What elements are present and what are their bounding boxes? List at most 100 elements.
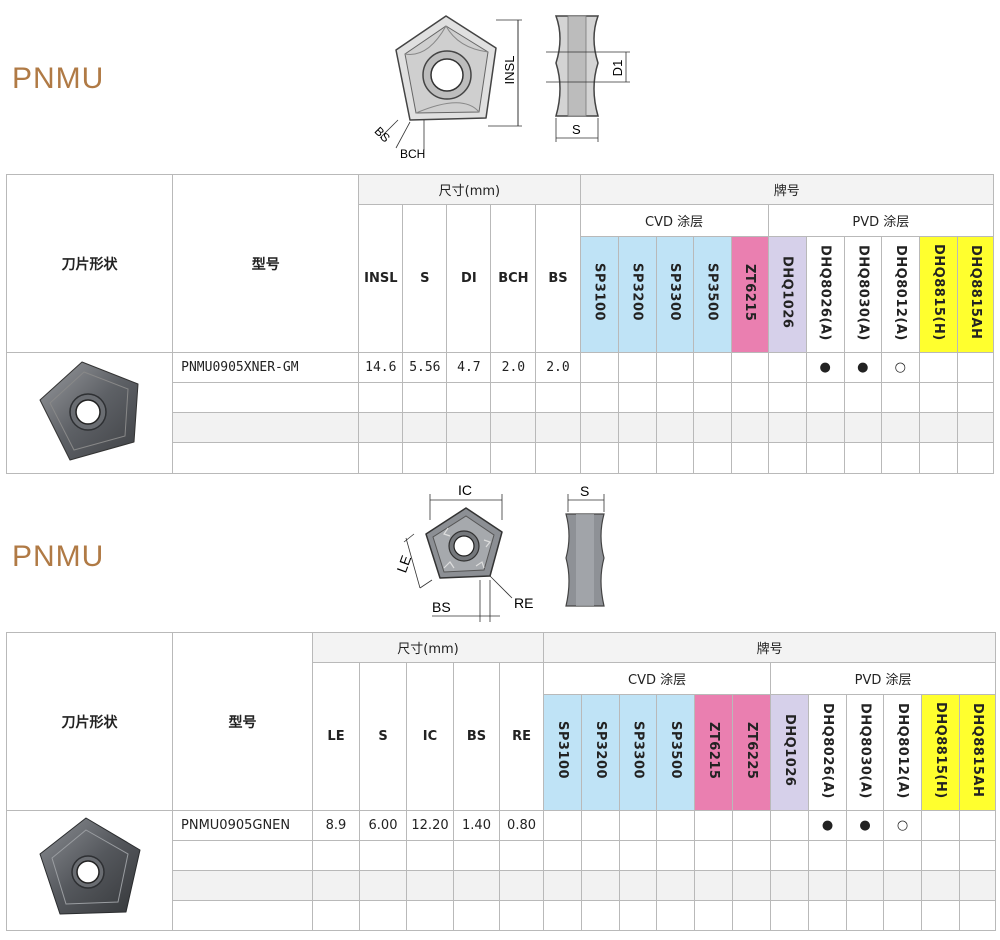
row1-bch: 2.0 <box>490 352 537 383</box>
label-s: S <box>580 483 589 499</box>
dim-di: DI <box>446 204 492 353</box>
row1-mark <box>694 810 734 841</box>
row1-mark <box>959 810 997 841</box>
pentagon-insert-photo <box>39 361 139 461</box>
row1-model: PNMU0905XNER-GM <box>172 352 360 383</box>
table-row-empty <box>7 412 995 443</box>
row1-mark <box>656 810 696 841</box>
grade-dhq1026: DHQ1026 <box>767 236 807 353</box>
table-row: PNMU0905GNEN 8.9 6.00 12.20 1.40 0.80 ● … <box>6 810 997 931</box>
row1-mark <box>770 810 810 841</box>
grade-dhq8815h: DHQ8815(H) <box>918 236 958 353</box>
section2-insert-side-diagram: S <box>565 483 605 607</box>
label-bch: BCH <box>400 147 425 161</box>
row1-mark <box>581 810 621 841</box>
label-d1: D1 <box>610 60 625 77</box>
label-s: S <box>572 122 581 137</box>
section1-title: PNMU <box>12 62 105 95</box>
row1-mark-dhq8012a: ○ <box>883 810 923 841</box>
row1-mark <box>543 810 583 841</box>
row1-di: 4.7 <box>446 352 492 383</box>
grade-dhq1026: DHQ1026 <box>770 694 810 811</box>
header-pvd: PVD 涂层 <box>767 204 995 237</box>
grade-sp3100: SP3100 <box>579 236 619 353</box>
header-pvd: PVD 涂层 <box>770 662 997 695</box>
grade-dhq8815h: DHQ8815(H) <box>921 694 961 811</box>
label-re: RE <box>514 595 533 611</box>
header-cvd: CVD 涂层 <box>543 662 772 695</box>
label-insl: INSL <box>502 56 517 85</box>
row1-mark-dhq8030a: ● <box>846 810 885 841</box>
dim-insl: INSL <box>358 204 404 353</box>
row1-mark <box>956 352 995 383</box>
grade-sp3300: SP3300 <box>619 694 658 811</box>
row1-mark-dhq8012a: ○ <box>880 352 920 383</box>
grade-sp3100: SP3100 <box>543 694 583 811</box>
grade-sp3200: SP3200 <box>581 694 621 811</box>
grade-dhq8012a: DHQ8012(A) <box>880 236 920 353</box>
row1-s: 6.00 <box>359 810 407 841</box>
grade-dhq8012a: DHQ8012(A) <box>883 694 923 811</box>
grade-zt6215: ZT6215 <box>730 236 769 353</box>
label-ic: IC <box>458 482 472 498</box>
dim-bs: BS <box>535 204 581 353</box>
row1-bs: 1.40 <box>453 810 500 841</box>
table-row-empty <box>7 840 997 871</box>
grade-dhq8030a: DHQ8030(A) <box>846 694 885 811</box>
pentagon-insert-photo <box>39 817 140 914</box>
dim-ic: IC <box>406 662 454 811</box>
row1-le: 8.9 <box>312 810 360 841</box>
section2-spec-table: 刀片形状 型号 尺寸(mm) 牌号 LE S IC BS RE CVD 涂层 P… <box>6 632 997 931</box>
grade-dhq8030a: DHQ8030(A) <box>843 236 882 353</box>
grade-dhq8026a: DHQ8026(A) <box>808 694 848 811</box>
dim-re: RE <box>498 662 545 811</box>
section1-insert-top-diagram: INSL BS BCH <box>372 15 522 161</box>
grade-zt6225: ZT6225 <box>732 694 772 811</box>
row1-model: PNMU0905GNEN <box>172 810 313 841</box>
row1-mark <box>617 352 657 383</box>
header-dimension: 尺寸(mm) <box>358 174 581 205</box>
header-dimension: 尺寸(mm) <box>311 632 545 663</box>
header-model: 型号 <box>172 632 313 811</box>
section2-insert-top-diagram: IC LE BS RE <box>393 482 533 622</box>
section2-title: PNMU <box>12 540 105 573</box>
header-shape: 刀片形状 <box>5 174 174 353</box>
header-grade: 牌号 <box>579 174 995 205</box>
insert-photo-cell <box>5 352 174 474</box>
label-bs: BS <box>432 599 451 615</box>
row1-insl: 14.6 <box>358 352 404 383</box>
grade-dhq8026a: DHQ8026(A) <box>805 236 845 353</box>
row1-mark <box>619 810 658 841</box>
row1-mark <box>730 352 769 383</box>
dim-s: S <box>359 662 407 811</box>
table-row-empty <box>7 900 997 931</box>
row1-ic: 12.20 <box>406 810 454 841</box>
grade-sp3500: SP3500 <box>692 236 732 353</box>
table-row: PNMU0905XNER-GM 14.6 5.56 4.7 2.0 2.0 ● … <box>5 352 995 474</box>
dim-bs: BS <box>453 662 500 811</box>
dim-bch: BCH <box>490 204 537 353</box>
label-le: LE <box>393 553 414 575</box>
grade-sp3500: SP3500 <box>656 694 696 811</box>
dim-s: S <box>402 204 448 353</box>
header-shape: 刀片形状 <box>6 632 173 811</box>
row1-re: 0.80 <box>498 810 545 841</box>
grade-dhq8815ah: DHQ8815AH <box>956 236 995 353</box>
section1-insert-side-diagram: D1 S <box>546 15 630 142</box>
header-grade: 牌号 <box>543 632 997 663</box>
grade-zt6215: ZT6215 <box>694 694 734 811</box>
section1-spec-table: 刀片形状 型号 尺寸(mm) 牌号 INSL S DI BCH BS CVD 涂… <box>5 174 995 474</box>
row1-mark <box>655 352 694 383</box>
row1-bs: 2.0 <box>535 352 581 383</box>
label-bs: BS <box>372 124 393 145</box>
row1-mark <box>692 352 732 383</box>
row1-mark <box>918 352 958 383</box>
row1-mark-dhq8026a: ● <box>808 810 848 841</box>
grade-sp3300: SP3300 <box>655 236 694 353</box>
table-row-empty <box>7 442 995 474</box>
row1-mark <box>579 352 619 383</box>
row1-mark-dhq8030a: ● <box>843 352 882 383</box>
header-model: 型号 <box>172 174 360 353</box>
grade-dhq8815ah: DHQ8815AH <box>959 694 997 811</box>
row1-mark <box>732 810 772 841</box>
